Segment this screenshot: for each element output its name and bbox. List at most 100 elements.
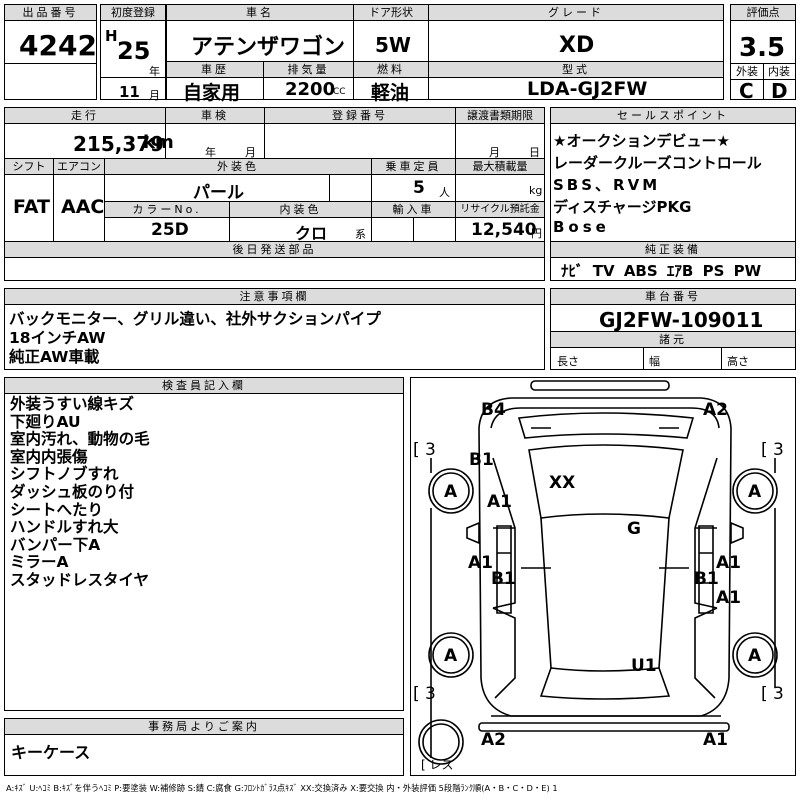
tread-depth: [ 3	[761, 440, 784, 460]
sales-label: セールスポイント	[551, 108, 795, 124]
model-label: 型式	[429, 62, 723, 78]
tire-grade: A	[748, 482, 762, 502]
equipment-item: ﾅﾋﾞ	[561, 262, 584, 280]
sales-points: セールスポイント ★オークションデビュー★ レーダークルーズコントロール SBS…	[550, 107, 796, 281]
name-label: 車名	[167, 5, 353, 21]
interior-color: クロ	[295, 224, 328, 243]
office-label: 事務局よりご案内	[5, 719, 403, 735]
car-outline	[418, 380, 778, 765]
load-unit: kg	[529, 184, 543, 197]
tire-grade: A	[748, 646, 762, 666]
damage-mark: G	[627, 519, 641, 539]
tread-value: 3	[425, 684, 436, 704]
sales-item: レーダークルーズコントロール	[553, 154, 762, 172]
office-text: キーケース	[11, 743, 91, 762]
inspector-line: 室内内張傷	[10, 447, 88, 466]
lot-number: 4242	[19, 29, 97, 62]
lot-box: 出品番号 4242	[4, 4, 97, 100]
fuel: 軽油	[371, 82, 410, 104]
length-label: 長さ	[557, 355, 579, 368]
tire-grade: A	[444, 482, 458, 502]
import-label: 輸入車	[372, 202, 455, 218]
damage-mark: A2	[703, 400, 728, 420]
equipment-label: 純正装備	[551, 241, 795, 258]
interior-label: 内装	[763, 64, 795, 80]
equipment-list: ﾅﾋﾞ TV ABS ｴｱB PS PW	[561, 260, 761, 281]
door-label: ドア形状	[354, 5, 428, 21]
recycle-label: リサイクル預託金	[456, 202, 544, 218]
reg-month: 11	[119, 83, 140, 101]
tread-depth: [ 3	[413, 440, 436, 460]
damage-mark: A1	[487, 492, 512, 512]
grade: XD	[559, 33, 595, 58]
first-reg-label: 初度登録	[101, 5, 165, 21]
capacity-label: 乗車定員	[372, 159, 455, 175]
tread-value: 3	[425, 440, 436, 460]
chassis-box: 車台番号 GJ2FW-109011 諸元 長さ 幅 高さ	[550, 288, 796, 370]
inspector-line: シフトノブすれ	[10, 465, 119, 484]
displacement-label: 排気量	[264, 62, 353, 78]
tire-grade: A	[444, 646, 458, 666]
damage-mark: B1	[491, 569, 516, 589]
tread-value: 3	[773, 440, 784, 460]
exterior-label: 外装	[731, 64, 763, 80]
score-box: 評価点 3.5 外装 内装 C D	[730, 4, 796, 103]
interior-grade: D	[771, 79, 788, 103]
note-line: 18インチAW	[9, 329, 106, 347]
model-code: LDA-GJ2FW	[527, 78, 648, 100]
transfer-day-unit: 日	[529, 146, 540, 159]
transfer-label: 譲渡書類期限	[456, 108, 544, 124]
yen-unit: 円	[531, 227, 542, 240]
chassis-number: GJ2FW-109011	[599, 308, 764, 332]
inspector-line: 下廻りAU	[10, 412, 81, 431]
inspector-line: ミラーA	[10, 553, 69, 572]
notes-label: 注意事項欄	[5, 289, 544, 305]
damage-mark: A1	[716, 553, 741, 573]
width-label: 幅	[649, 355, 660, 368]
first-registration-box: 初度登録 H 25 年 11 月	[100, 4, 166, 102]
chassis-label: 車台番号	[551, 289, 795, 305]
office-box: 事務局よりご案内 キーケース	[4, 718, 404, 776]
score-label: 評価点	[731, 5, 795, 21]
mileage-label: 走行	[5, 108, 165, 124]
sales-item: ★オークションデビュー★	[553, 132, 730, 150]
notes-box: 注意事項欄 バックモニター、グリル違い、社外サクションパイプ 18インチAW 純…	[4, 288, 545, 370]
inspector-line: バンパー下A	[10, 535, 101, 554]
color-number: 25D	[151, 220, 189, 240]
damage-mark: B1	[469, 450, 494, 470]
name-row: 車名 アテンザワゴン ドア形状 5W グレード XD	[166, 4, 724, 62]
inspection-year-unit: 年	[205, 146, 216, 159]
grade-label: グレード	[429, 5, 723, 21]
car-name: アテンザワゴン	[191, 35, 346, 60]
capacity-unit: 人	[439, 186, 450, 199]
history: 自家用	[183, 82, 241, 104]
tread-depth: [ 3	[761, 684, 784, 704]
inspector-box: 検査員記入欄 外装うすい線キズ 下廻りAU 室内汚れ、動物の毛 室内内張傷 シフ…	[4, 377, 404, 711]
tread-depth: [ 3	[413, 684, 436, 704]
inspection-label: 車検	[166, 108, 264, 124]
equipment-item: PW	[733, 262, 762, 280]
specs-label: 諸元	[551, 331, 795, 348]
plate-label: 登録番号	[265, 108, 455, 124]
exterior-grade: C	[739, 79, 754, 103]
month-unit: 月	[149, 89, 160, 102]
car-diagram: B4 A2 B1 A1 XX G A1 B1 A1 B1 A1 U1 A2 A1…	[410, 377, 796, 776]
later-parts-label: 後日発送部品	[5, 242, 544, 258]
aircon-label: エアコン	[54, 159, 104, 175]
interior-color-unit: 系	[355, 228, 366, 241]
inspector-line: シートへたり	[10, 500, 104, 519]
body-color: パール	[193, 183, 244, 203]
inspector-line: 外装うすい線キズ	[10, 395, 135, 413]
equipment-item: ABS	[623, 262, 658, 280]
damage-mark: A1	[716, 588, 741, 608]
vehicle-details: 走行 215,379 km 車検 年 月 登録番号 譲渡書類期限 月 日 シフト…	[4, 107, 545, 281]
inspector-line: ハンドルすれ大	[10, 518, 119, 537]
reg-year: 25	[117, 37, 151, 65]
sales-item: Bose	[553, 218, 610, 236]
height-label: 高さ	[727, 355, 749, 368]
inspector-line: ダッシュ板のり付	[10, 482, 135, 501]
inspection-month-unit: 月	[245, 146, 256, 159]
door-type: 5W	[375, 33, 411, 57]
max-load-label: 最大積載量	[456, 159, 544, 175]
damage-mark: A1	[468, 553, 493, 573]
